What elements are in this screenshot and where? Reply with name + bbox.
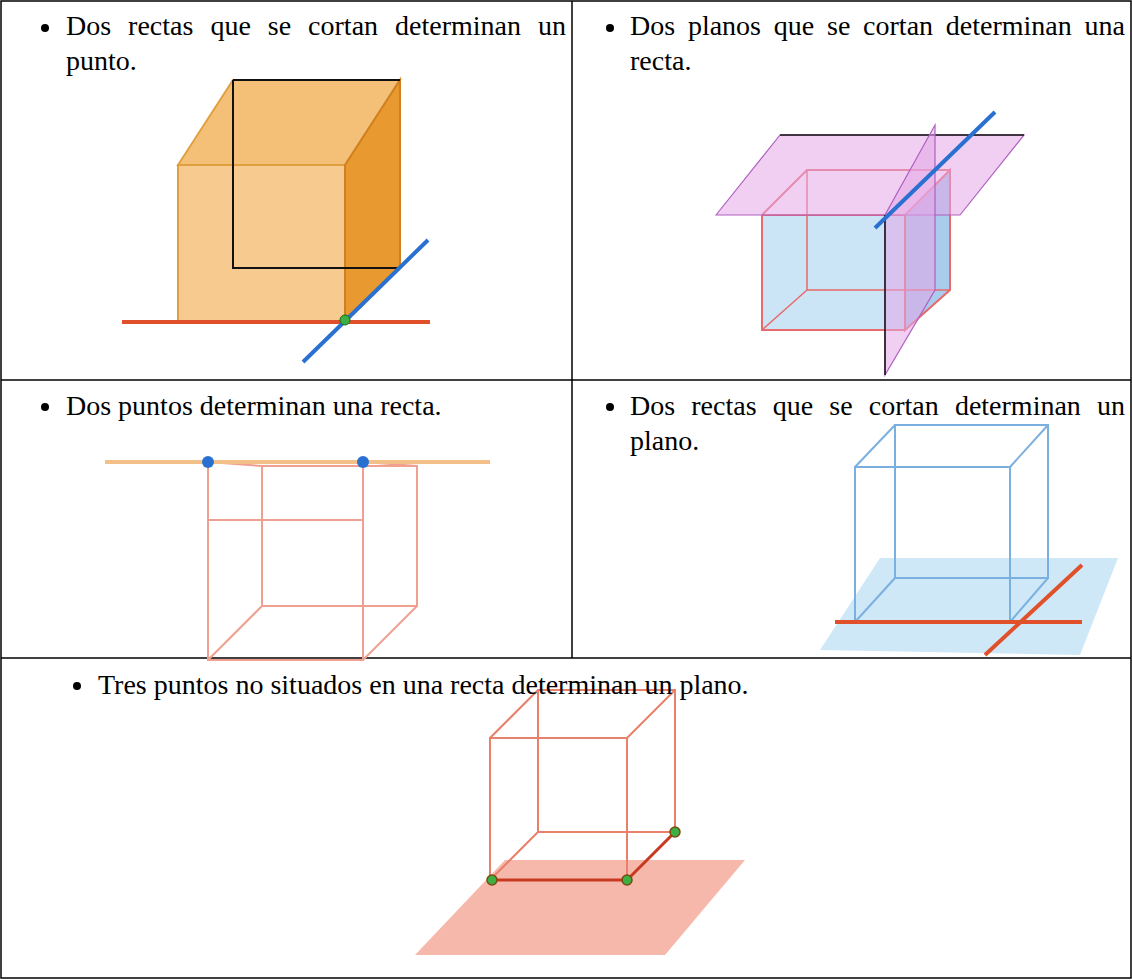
blue-cube [855,425,1048,622]
intersection-line [875,112,995,228]
line-through-points [105,460,490,464]
row-divider [1,657,1131,659]
statement-text: Dos rectas que se cortan determinan un p… [66,8,566,78]
point [202,456,214,468]
cube-side-face [345,80,400,322]
point [622,875,632,885]
row-divider [1,379,1131,381]
hidden-edge [762,290,807,330]
cube-front-face [762,215,905,330]
statement-text: Dos puntos determinan una recta. [66,388,566,423]
cube-back-face [895,425,1048,578]
statement-text: Dos planos que se cortan determinan una … [630,8,1125,78]
cube-edge [207,462,209,520]
point [357,456,369,468]
red-line [122,320,430,324]
base-edge [627,832,675,880]
cube-edge [208,606,262,660]
intersection-point [340,315,350,325]
orange-cube [122,80,430,362]
cube-edge [627,832,675,880]
back-edge [233,79,400,81]
bullet [41,24,49,32]
blue-line [303,240,428,362]
column-divider [571,1,573,658]
bullets [41,24,614,690]
statement-text: Tres puntos no situados en una recta det… [98,667,1118,702]
base-edge [490,879,627,882]
cube-back-face [538,690,675,832]
horizontal-plane [716,135,1024,215]
red-line [835,620,1082,624]
point [670,827,680,837]
cube-front-face [178,165,345,322]
pink-cube [490,690,675,880]
cube-edge [855,578,895,622]
cube-edge [363,606,417,660]
plane-edge [884,215,886,375]
cube-edge [1010,425,1048,467]
bullet [73,682,81,690]
cube-front-face [855,467,1010,622]
bullet [606,403,614,411]
statement-text: Dos rectas que se cortan determinan un p… [630,388,1125,458]
point [487,875,497,885]
red-line [985,565,1082,655]
hidden-edges [233,80,400,268]
cube-edge [362,462,364,520]
bullet [41,403,49,411]
plane [820,558,1118,655]
plane [415,860,745,955]
bullet [606,24,614,32]
cube-front-face [208,520,363,660]
cube-edge [855,425,895,467]
cube-edge [490,832,538,880]
pink-cube [208,462,417,660]
blue-cube-planes [716,112,1024,375]
cube-front-face [490,738,627,880]
vertical-plane [885,125,935,375]
plane-edge [780,134,1024,136]
cube-back-face [262,466,417,606]
